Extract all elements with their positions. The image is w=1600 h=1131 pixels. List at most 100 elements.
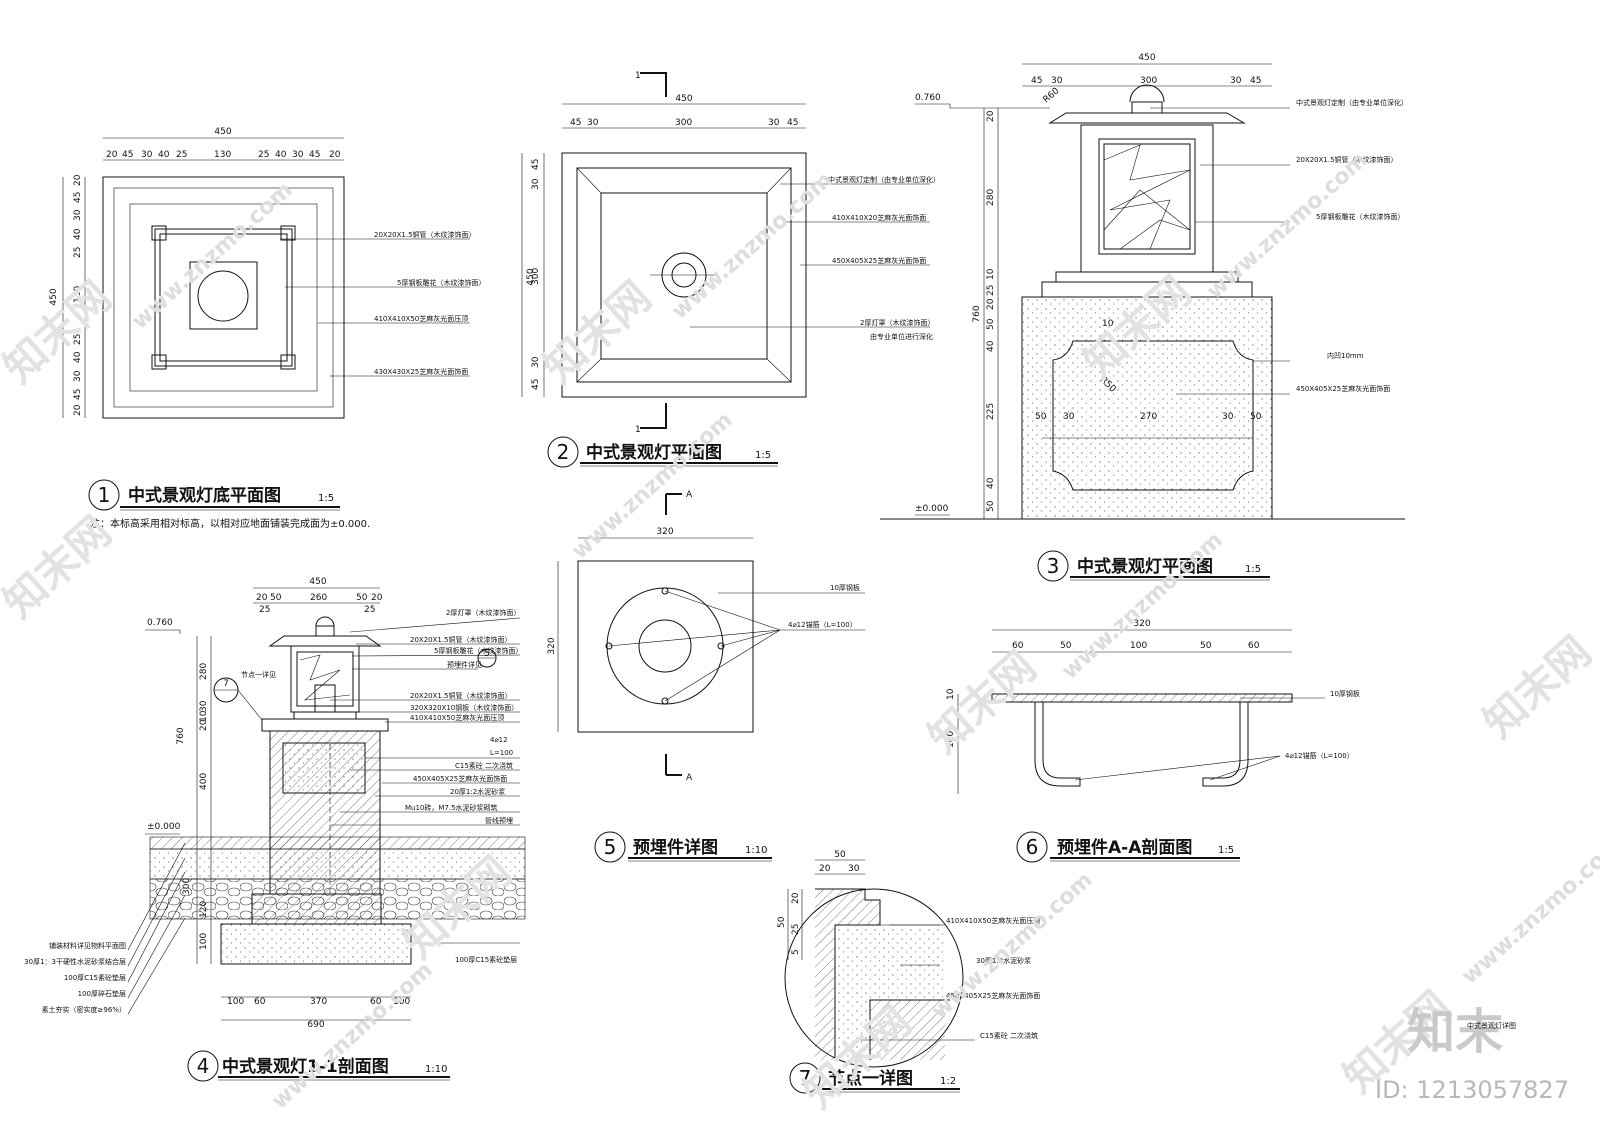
dim-label: 45 — [531, 379, 541, 390]
v5-dim-320: 320 — [656, 527, 673, 537]
dim-label: 40 — [986, 340, 996, 352]
dim-label: 40 — [986, 477, 996, 489]
dim-label: 45 — [1250, 76, 1261, 86]
elevation-base: ±0.000 — [147, 822, 181, 832]
v2-dim-450-left: 450 — [526, 268, 536, 285]
dim-label: 130 — [73, 286, 83, 303]
v4-left-leaders — [127, 842, 186, 1015]
v7-label: 410X410X50芝麻灰光面压顶 — [946, 916, 1040, 925]
dim-label: 45 — [309, 150, 320, 160]
watermark-cn: 知末网 — [1474, 627, 1600, 748]
v4-dim-760: 760 — [176, 727, 186, 744]
dim-label: 50 — [777, 916, 787, 928]
dim-label: 40 — [275, 150, 287, 160]
v7-title-block: 7 节点一详图 1:2 — [789, 1062, 960, 1094]
view-scale: 1:5 — [1218, 845, 1234, 856]
dim-label: 25 — [176, 150, 187, 160]
watermark-cn: 知末网 — [0, 272, 120, 393]
v1-label: 410X410X50芝麻灰光面压顶 — [374, 314, 468, 323]
section-mark: A — [686, 490, 693, 500]
view-title: 中式景观灯平面图 — [586, 442, 722, 463]
dim-label: 50 — [1200, 641, 1212, 651]
dim-label: 30 — [292, 150, 304, 160]
section-mark: 1 — [635, 425, 641, 435]
view-title: 中式景观灯底平面图 — [128, 485, 281, 506]
dim-label: 20 — [73, 404, 83, 416]
dim-label: 25 — [791, 924, 801, 935]
v4-label: 4⌀12 — [490, 736, 508, 744]
v1-label: 5厚钢板雕花（木纹漆饰面） — [397, 278, 485, 287]
dim-label: 10 — [986, 268, 996, 280]
dim-label: 50 — [1060, 641, 1072, 651]
dim-label: 30 — [587, 118, 599, 128]
dim-label: 40 — [158, 150, 170, 160]
dim-label: 50 — [1250, 412, 1262, 422]
dim-label: 25 — [73, 334, 83, 345]
view-title: 中式景观灯平面图 — [1077, 556, 1213, 577]
dim-label: 50 — [356, 593, 368, 603]
dim-label: 5 — [791, 949, 801, 955]
dim-label: 270 — [1140, 412, 1157, 422]
watermark-url: www.znzmo.com — [1202, 148, 1372, 305]
dim-label: 260 — [310, 593, 327, 603]
v3-label: 20X20X1.5铜管（木纹漆饰面） — [1296, 155, 1398, 164]
dim-label: 50 — [986, 500, 996, 512]
v4-label: 450X405X25芝麻灰光面饰面 — [413, 774, 507, 783]
view-5-embedded-part: A A 320 320 10厚钢板 4⌀12锚筋（L=100） 5 预埋件详图 … — [547, 490, 865, 863]
dim-label: 20 — [986, 110, 996, 122]
v1-title-block: 1 中式景观灯底平面图 1:5 — [88, 479, 340, 511]
v2-dim-450-top: 450 — [675, 94, 692, 104]
v4-label-leaders — [330, 617, 521, 944]
v7-label: 450X405X25芝麻灰光面饰面 — [946, 991, 1040, 1000]
v6-title-block: 6 预埋件A-A剖面图 1:5 — [1016, 831, 1240, 863]
dim-label: 45 — [73, 192, 83, 203]
dim-label: 60 — [254, 997, 266, 1007]
asset-id: ID: 1213057827 — [1375, 1076, 1569, 1104]
v6-label: 10厚钢板 — [1330, 689, 1360, 698]
v2-label: 由专业单位进行深化 — [870, 332, 933, 341]
dim-label: 30 — [73, 370, 83, 382]
watermark-url: www.znzmo.com — [927, 868, 1097, 1025]
view-number-circle — [789, 1062, 821, 1094]
dim-label: 300 — [675, 118, 692, 128]
callout-number: 5 — [484, 649, 490, 659]
dim-label: 30 — [1063, 412, 1075, 422]
dim-label: 100 — [946, 731, 956, 748]
v1-dim-450-top: 450 — [214, 127, 231, 137]
dim-label: 45 — [531, 159, 541, 170]
dim-label: 20 — [256, 593, 268, 603]
view-title: 中式景观灯1-1剖面图 — [222, 1056, 389, 1077]
dim-label: 30 — [848, 864, 860, 874]
dim-label: 60 — [1248, 641, 1260, 651]
dim-label: 60 — [370, 997, 382, 1007]
dim-label: 100 — [393, 997, 410, 1007]
view-scale: 1:5 — [1245, 564, 1261, 575]
dim-label: 300 — [182, 878, 192, 895]
dim-label: 20 — [106, 150, 118, 160]
v4-label: 管线预埋 — [485, 816, 513, 825]
dim-label: 50 — [1035, 412, 1047, 422]
watermarks: 知末网 www.znzmo.com 知末网 www.znzmo.com 知末网 … — [0, 148, 1600, 1118]
dim-label: 280 — [986, 189, 996, 206]
dim-label: 20 — [371, 593, 383, 603]
dim-label: 20 — [791, 892, 801, 904]
view-scale: 1:10 — [425, 1064, 447, 1075]
v4-label: 预埋件详见 — [447, 660, 482, 669]
radius-label: R60 — [1042, 86, 1062, 105]
watermark-url: www.znzmo.com — [127, 178, 297, 335]
dim-label: 25 — [364, 605, 375, 615]
dim-label: 30 — [73, 209, 83, 221]
v3-label: 内凹10mm — [1327, 351, 1364, 360]
v4-label: 5厚钢板雕花（木纹漆饰面） — [434, 646, 522, 655]
dim-label: 30 — [768, 118, 780, 128]
v3-dim-760: 760 — [972, 305, 982, 322]
elevation-top: 0.760 — [915, 93, 941, 103]
view-scale: 1:2 — [940, 1076, 956, 1087]
view-6-aa-section: 320 60 50 100 50 60 10 100 10厚钢板 4⌀12锚筋（… — [946, 619, 1360, 863]
watermark-url: www.znzmo.com — [667, 168, 837, 325]
dim-label: 300 — [1140, 76, 1157, 86]
dim-label: 225 — [986, 403, 996, 420]
watermark-url: www.znzmo.com — [567, 408, 737, 565]
dim-label: 45 — [73, 389, 83, 400]
